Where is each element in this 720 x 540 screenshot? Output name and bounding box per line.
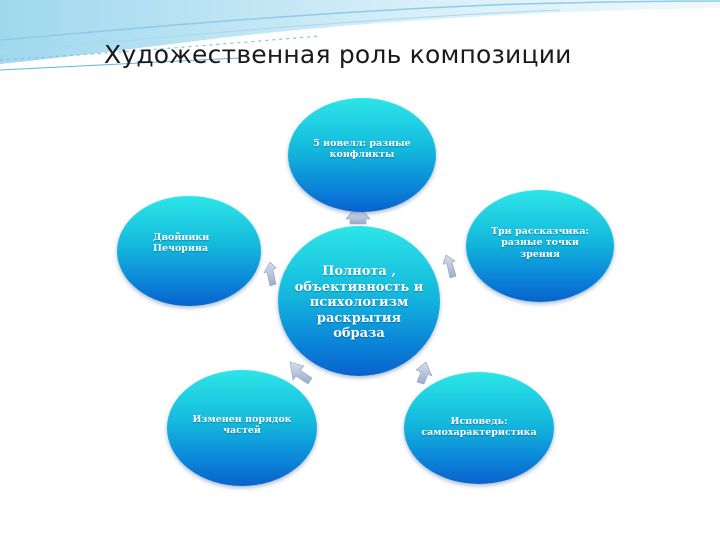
- header-wave-decoration: [0, 0, 720, 71]
- node-order-changed: Изменен порядок частей: [167, 370, 317, 486]
- arrow-top: [345, 211, 371, 225]
- arrow-lower-right: [415, 361, 433, 385]
- node-right-label: Три рассказчика: разные точки зрения: [490, 226, 590, 260]
- node-center: Полнота , объективность и психологизм ра…: [278, 226, 440, 376]
- node-top-label: 5 новелл: разные конфликты: [313, 138, 411, 161]
- slide-title: Художественная роль композиции: [104, 40, 572, 69]
- node-center-label: Полнота , объективность и психологизм ра…: [294, 264, 424, 342]
- node-bottom-left-label: Изменен порядок частей: [192, 414, 292, 437]
- node-doubles: Двойники Печорина: [117, 196, 261, 306]
- node-five-novellas: 5 новелл: разные конфликты: [288, 98, 436, 212]
- node-confession: Исповедь: самохарактеристика: [404, 372, 554, 484]
- node-bottom-right-label: Исповедь: самохарактеристика: [421, 416, 537, 439]
- node-three-narrators: Три рассказчика: разные точки зрения: [466, 190, 614, 302]
- arrow-lower-left: [289, 361, 313, 385]
- arrow-left: [263, 261, 277, 287]
- node-left-label: Двойники Печорина: [153, 232, 210, 255]
- arrow-right: [442, 254, 457, 279]
